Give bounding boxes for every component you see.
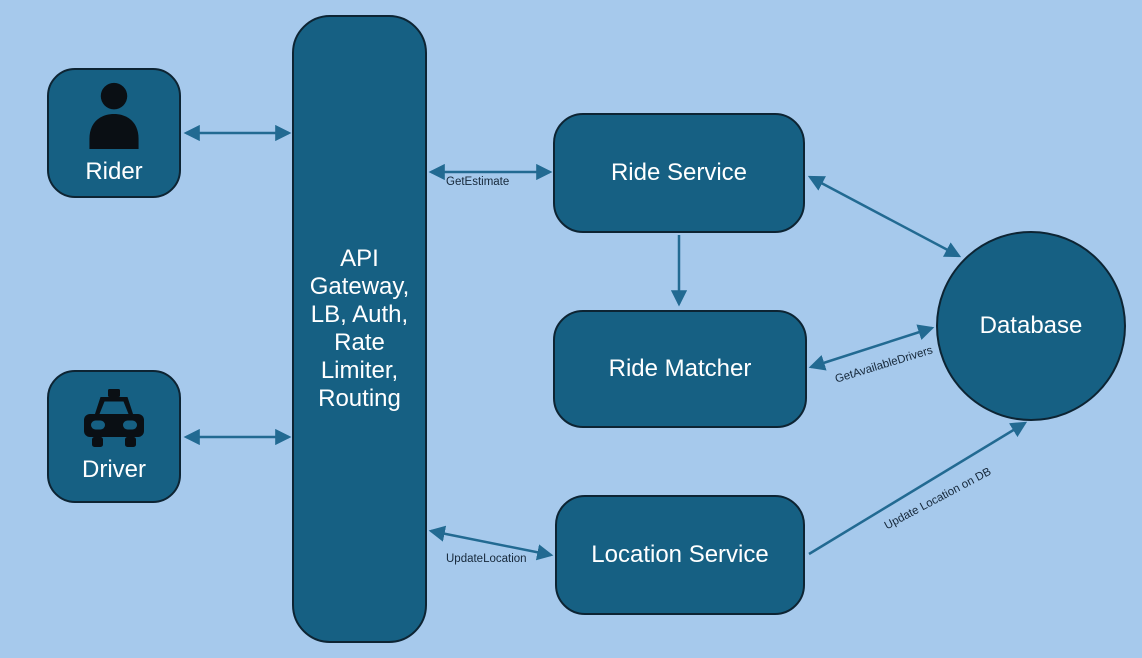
node-rider-label: Rider [85,157,143,185]
node-ride-service: Ride Service [553,113,805,233]
node-database-label: Database [979,312,1083,339]
node-api-gateway-label: API Gateway, LB, Auth, Rate Limiter, Rou… [309,245,410,412]
edge-label-get-available-drivers: GetAvailableDrivers [833,344,935,386]
node-driver-label: Driver [82,456,146,483]
edge-label-update-location: UpdateLocation [446,553,527,565]
node-location-service-label: Location Service [591,541,769,568]
taxi-icon [82,389,146,452]
node-driver: Driver [47,370,181,503]
node-location-service: Location Service [555,495,805,615]
node-ride-matcher-label: Ride Matcher [608,355,752,382]
edge-label-update-location-on-db: Update Location on DB [882,465,994,533]
person-icon [83,81,145,154]
node-api-gateway: API Gateway, LB, Auth, Rate Limiter, Rou… [292,15,427,643]
node-database: Database [936,231,1126,421]
edge-label-get-estimate: GetEstimate [446,176,510,188]
node-ride-service-label: Ride Service [610,159,748,186]
node-ride-matcher: Ride Matcher [553,310,807,428]
edge-gateway-location-service [428,525,554,561]
edge-ride-service-database [807,175,962,258]
edge-location-service-database [808,421,1028,556]
node-rider: Rider [47,68,181,198]
